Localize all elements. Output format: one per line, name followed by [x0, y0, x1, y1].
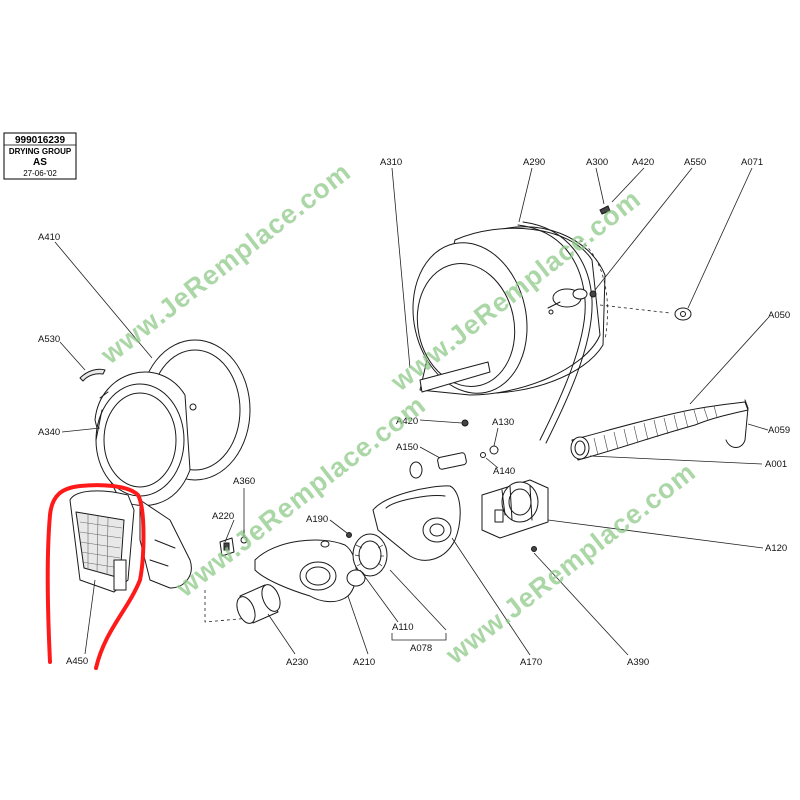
washer-a130: [489, 445, 499, 455]
callout-a190: A190: [306, 514, 328, 525]
callout-a530: A530: [38, 334, 60, 345]
callout-a230: A230: [286, 657, 308, 668]
callout-a290: A290: [523, 157, 545, 168]
callout-a078: A078: [410, 643, 432, 654]
callout-a410: A410: [38, 232, 60, 243]
screw-a420-mid: [461, 419, 469, 427]
title-code: 999016239: [15, 135, 65, 146]
motor-bracket-a170: [372, 485, 461, 561]
title-date: 27-06-'02: [23, 169, 57, 178]
title-variant: AS: [33, 157, 47, 168]
watermark-4: www.JeRemplace.com: [439, 456, 701, 670]
callout-a001: A001: [765, 459, 787, 470]
callout-a170: A170: [520, 657, 542, 668]
seal-a530: [79, 368, 106, 382]
callout-a130: A130: [492, 417, 514, 428]
callout-a340: A340: [38, 427, 60, 438]
hook-a059: [725, 399, 749, 448]
callout-a120: A120: [765, 543, 787, 554]
callout-a550: A550: [684, 157, 706, 168]
callout-a300: A300: [586, 157, 608, 168]
highlight-outline: [45, 483, 146, 670]
screw-a420-top: [599, 205, 611, 215]
callout-a310: A310: [380, 157, 402, 168]
callout-a420-top: A420: [632, 157, 654, 168]
title-group: DRYING GROUP: [9, 147, 72, 156]
callout-a071: A071: [741, 157, 763, 168]
screw-a360: [240, 529, 248, 544]
callout-a390: A390: [627, 657, 649, 668]
bearing: [547, 288, 597, 315]
callout-labels: A310 A290 A300 A420 A550 A071 A410 A530 …: [38, 157, 790, 668]
fan-housing-a210: [254, 539, 357, 603]
washer-a140: [480, 452, 486, 458]
callout-a110: A110: [392, 622, 413, 633]
callout-a210: A210: [353, 657, 375, 668]
pin-a071: [674, 307, 692, 321]
callout-a140: A140: [493, 466, 515, 477]
callout-a059: A059: [768, 425, 790, 436]
lint-filter-a450: [69, 490, 135, 593]
callout-a150: A150: [396, 442, 418, 453]
watermark-1: www.JeRemplace.com: [94, 156, 356, 370]
motor-a120: [481, 479, 549, 539]
filter-duct: [139, 499, 192, 589]
title-block: 999016239 DRYING GROUP AS 27-06-'02: [3, 132, 77, 180]
shaft-a150: [409, 452, 467, 479]
hose-a050: [571, 401, 749, 461]
sleeve-a230: [236, 584, 281, 624]
callout-a420-mid: A420: [396, 416, 418, 427]
impeller-a110: [346, 533, 388, 587]
callout-a450: A450: [66, 656, 88, 667]
drum-assembly: [412, 221, 671, 444]
screw-a190: [346, 532, 352, 538]
hose-clamp-a001: [570, 436, 590, 460]
clip-a220: [219, 537, 235, 557]
callout-a050: A050: [768, 310, 790, 321]
leader-lines: [54, 167, 769, 656]
callout-a360: A360: [233, 476, 255, 487]
screw-a390: [531, 546, 537, 552]
callout-a220: A220: [212, 511, 234, 522]
